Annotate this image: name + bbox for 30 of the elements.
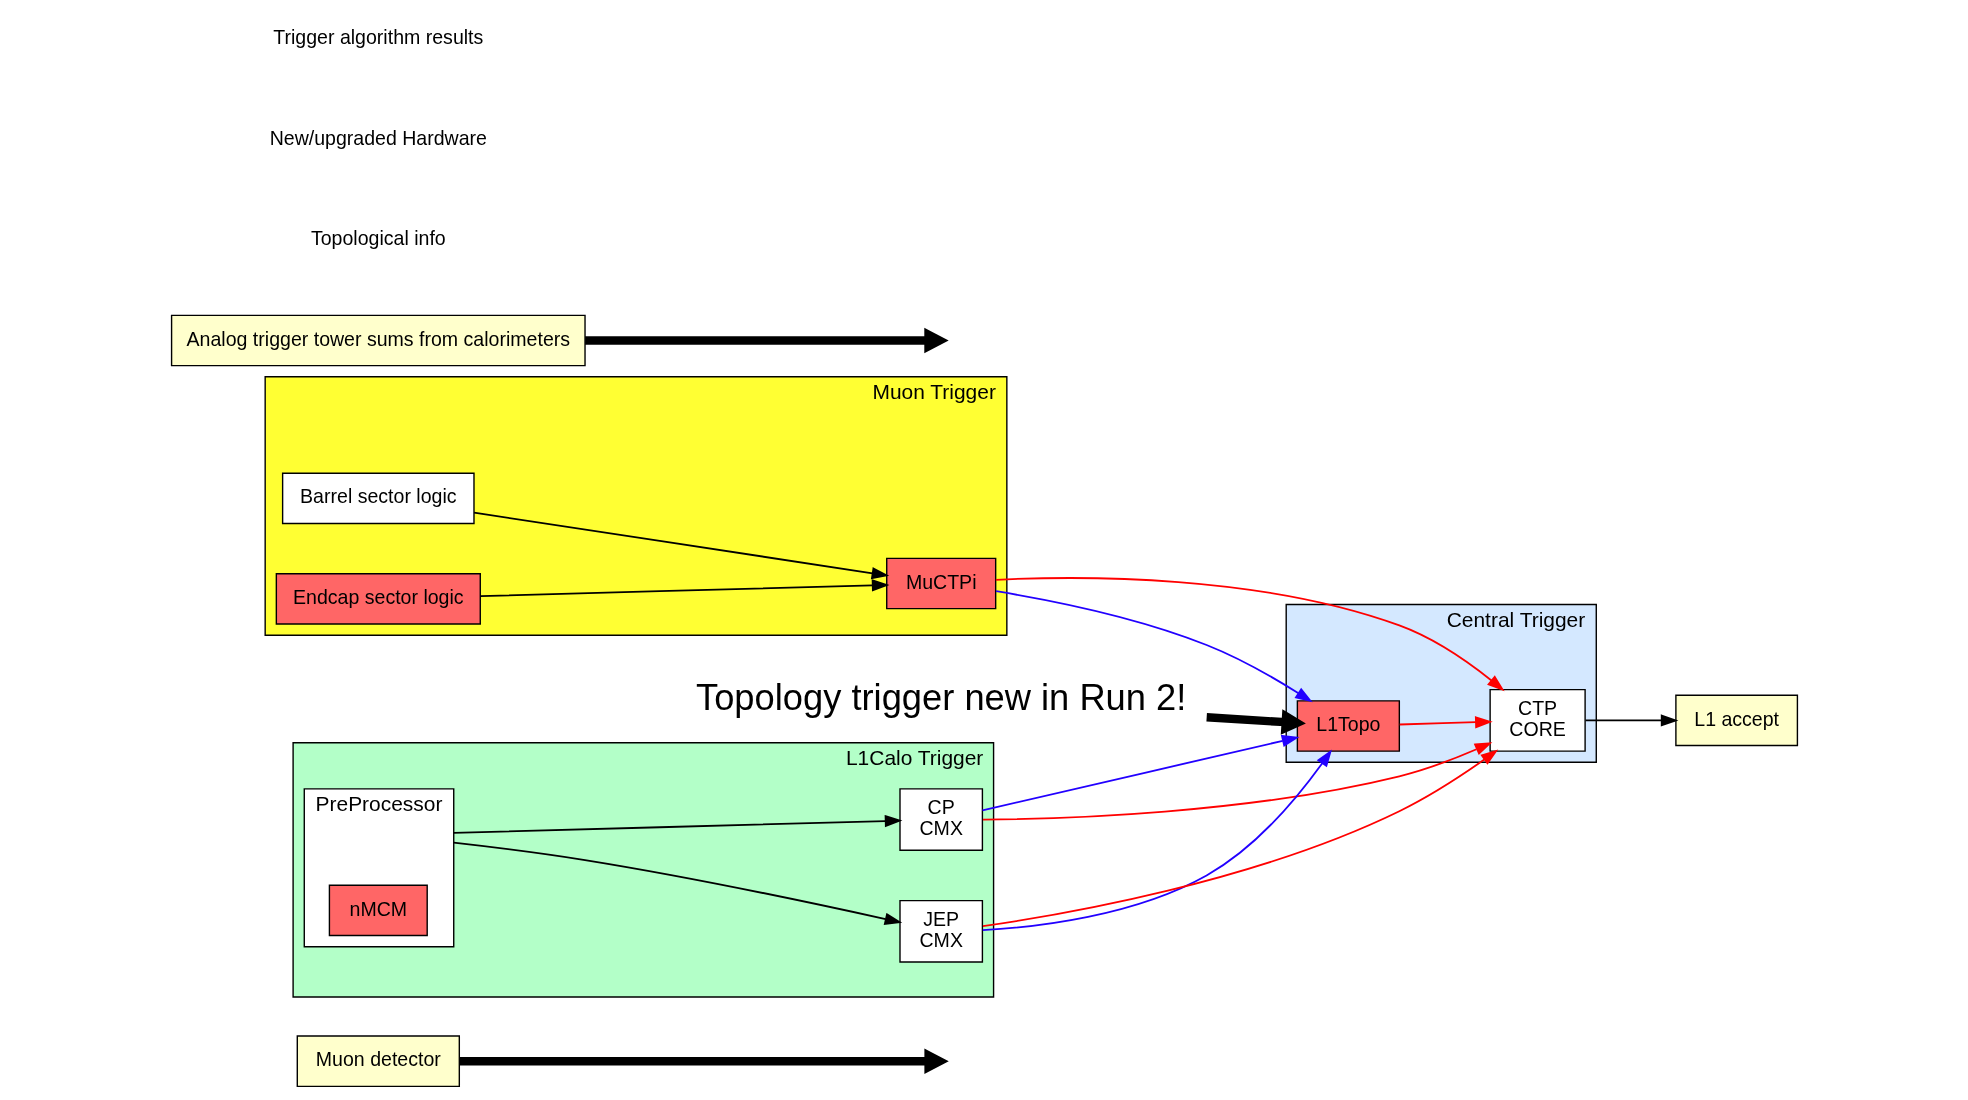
node-box: Muon detector xyxy=(296,1035,460,1088)
arrow xyxy=(458,1048,949,1074)
arrow xyxy=(981,749,1332,932)
arrow xyxy=(994,577,1505,692)
arrow xyxy=(981,734,1299,812)
arrow xyxy=(452,814,902,834)
arrow xyxy=(472,511,889,580)
node-box: Analog trigger tower sums from calorimeters xyxy=(170,314,586,367)
node-box: MuCTPi xyxy=(885,557,996,610)
node-box: CP CMX xyxy=(898,788,983,851)
arrow xyxy=(1584,714,1678,727)
arrow xyxy=(479,579,889,598)
arrow xyxy=(994,590,1313,703)
arrow xyxy=(981,749,1498,928)
legend-label: New/upgraded Hardware xyxy=(269,126,487,149)
node-box: L1Topo xyxy=(1296,700,1400,752)
node-box: Endcap sector logic xyxy=(275,573,481,625)
legend-label: Topological info xyxy=(310,227,446,250)
node-box: JEP CMX xyxy=(898,899,983,963)
arrow xyxy=(452,841,902,925)
arrow xyxy=(1205,709,1306,735)
node-text: Topology trigger new in Run 2! xyxy=(695,676,1186,718)
legend-label: Trigger algorithm results xyxy=(272,25,483,48)
node-box: CTP CORE xyxy=(1488,688,1586,752)
arrow xyxy=(584,327,949,354)
node-box: nMCM xyxy=(328,884,428,937)
node-box: L1 accept xyxy=(1674,694,1798,747)
node-box: Barrel sector logic xyxy=(281,472,475,525)
arrow xyxy=(1398,716,1493,729)
arrow xyxy=(981,742,1492,821)
